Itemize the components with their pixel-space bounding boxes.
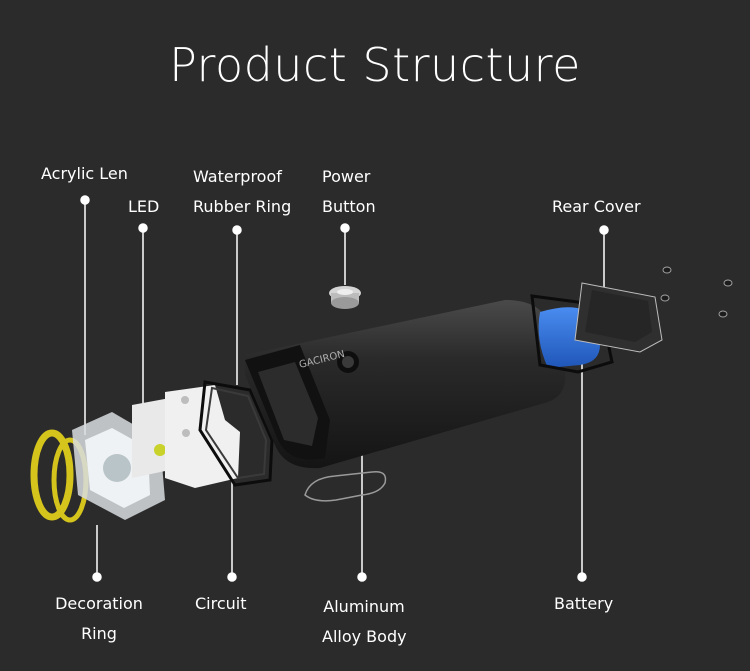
power-button-part xyxy=(329,286,361,309)
led-text: LED xyxy=(128,197,160,216)
rear-cover-label: Rear Cover xyxy=(552,192,641,222)
waterproof-ring-line1: Waterproof xyxy=(193,167,282,186)
power-button-line2: Button xyxy=(322,197,376,216)
aluminum-body-line2: Alloy Body xyxy=(322,627,407,646)
aluminum-body-line1: Aluminum xyxy=(323,597,405,616)
waterproof-ring-label: Waterproof Rubber Ring xyxy=(193,162,291,222)
circuit-text: Circuit xyxy=(195,594,247,613)
led-label: LED xyxy=(128,192,159,222)
decoration-ring-line1: Decoration xyxy=(55,594,143,613)
rear-cover-part xyxy=(574,282,663,353)
waterproof-ring-part xyxy=(198,380,274,487)
battery-label: Battery xyxy=(554,589,613,619)
acrylic-lens-part xyxy=(72,412,165,520)
battery-text: Battery xyxy=(554,594,614,613)
aluminum-body-label: Aluminum Alloy Body xyxy=(322,592,407,652)
power-button-label: Power Button xyxy=(322,162,376,222)
rear-cover-text: Rear Cover xyxy=(552,197,641,216)
acrylic-len-label: Acrylic Len xyxy=(41,159,128,189)
decoration-ring-line2: Ring xyxy=(81,624,117,643)
aluminum-body-part: GACIRON xyxy=(245,300,566,469)
acrylic-len-text: Acrylic Len xyxy=(41,164,128,183)
leader-lines xyxy=(80,195,609,582)
power-button-line1: Power xyxy=(322,167,371,186)
decoration-ring-label: Decoration Ring xyxy=(55,589,143,649)
page-title: Product Structure xyxy=(169,38,581,92)
waterproof-ring-line2: Rubber Ring xyxy=(193,197,292,216)
bottom-gasket-part xyxy=(304,470,387,502)
led-part xyxy=(132,398,170,478)
circuit-label: Circuit xyxy=(195,589,247,619)
screws-part xyxy=(660,266,733,318)
